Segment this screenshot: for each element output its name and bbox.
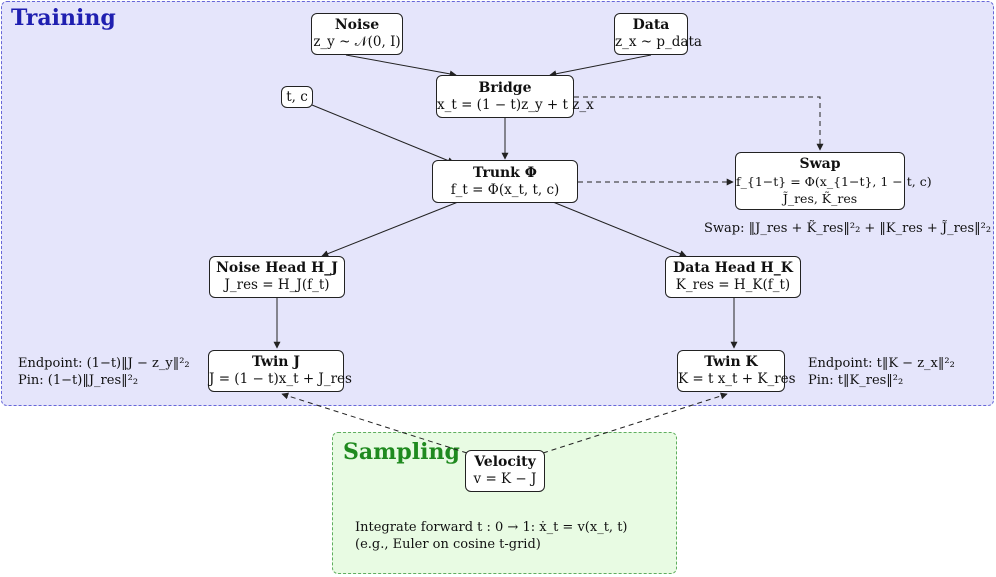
data-node: Data z_x ~ p_data (614, 13, 702, 55)
velocity-formula: v = K − J (473, 471, 537, 487)
training-title: Training (11, 5, 116, 31)
edge-bridge-swap (574, 96, 824, 151)
noise-head-formula: J_res = H_J(f_t) (224, 277, 330, 293)
velocity-title: Velocity (474, 454, 536, 470)
edge-tc-trunk (311, 104, 455, 164)
euler-note: (e.g., Euler on cosine t-grid) (355, 537, 541, 552)
left-pin-note: Pin: (1−t)‖J_res‖²₂ (18, 373, 139, 388)
swap-loss-note: Swap: ‖J_res + K̃_res‖²₂ + ‖K_res + J̃_r… (704, 221, 992, 236)
data-head-formula: K_res = H_K(f_t) (675, 277, 791, 293)
right-pin-note: Pin: t‖K_res‖²₂ (808, 373, 904, 388)
twin-k-title: Twin K (704, 354, 758, 370)
velocity-node: Velocity v = K − J (465, 450, 545, 492)
twin-j-title: Twin J (252, 354, 300, 370)
trunk-node: Trunk Φ f_t = Φ(x_t, t, c) (432, 160, 578, 203)
edge-trunk-noisehead (321, 201, 459, 257)
noise-head-title: Noise Head H_J (216, 260, 338, 276)
data-title: Data (632, 17, 670, 33)
bridge-node: Bridge x_t = (1 − t)z_y + t z_x (436, 75, 594, 118)
integrate-note: Integrate forward t : 0 → 1: ẋ_t = v(x_t… (355, 520, 628, 535)
twin-j-formula: J = (1 − t)x_t + J_res (209, 371, 352, 387)
swap-formula: f_{1−t} = Φ(x_{1−t}, 1 − t, c) (736, 173, 932, 189)
tc-node: t, c (281, 86, 313, 108)
noise-node: Noise z_y ~ 𝒩(0, I) (311, 13, 403, 55)
twin-j-node: Twin J J = (1 − t)x_t + J_res (208, 350, 352, 392)
trunk-title: Trunk Φ (473, 164, 537, 181)
right-endpoint-note: Endpoint: t‖K − z_x‖²₂ (808, 356, 955, 371)
swap-node: Swap f_{1−t} = Φ(x_{1−t}, 1 − t, c) J̃_r… (735, 152, 932, 210)
twin-k-node: Twin K K = t x_t + K_res (677, 350, 796, 392)
edge-velocity-twinj (281, 392, 468, 454)
tc-formula: t, c (286, 88, 308, 105)
edge-data-bridge (549, 54, 652, 78)
twin-k-formula: K = t x_t + K_res (678, 371, 796, 387)
noise-head-node: Noise Head H_J J_res = H_J(f_t) (209, 256, 345, 298)
bridge-formula: x_t = (1 − t)z_y + t z_x (437, 96, 594, 113)
data-formula: z_x ~ p_data (615, 34, 702, 50)
left-endpoint-note: Endpoint: (1−t)‖J − z_y‖²₂ (18, 356, 190, 371)
trunk-formula: f_t = Φ(x_t, t, c) (450, 181, 560, 198)
data-head-node: Data Head H_K K_res = H_K(f_t) (665, 256, 801, 298)
edge-trunk-datahead (552, 201, 687, 257)
edge-velocity-twink (542, 392, 728, 454)
noise-formula: z_y ~ 𝒩(0, I) (313, 34, 401, 50)
edge-noise-bridge (345, 54, 457, 78)
noise-title: Noise (334, 17, 380, 33)
sampling-title: Sampling (343, 439, 460, 465)
swap-title: Swap (799, 155, 841, 172)
swap-formula-2: J̃_res, K̃_res (782, 190, 858, 206)
data-head-title: Data Head H_K (673, 260, 793, 276)
bridge-title: Bridge (478, 79, 532, 96)
